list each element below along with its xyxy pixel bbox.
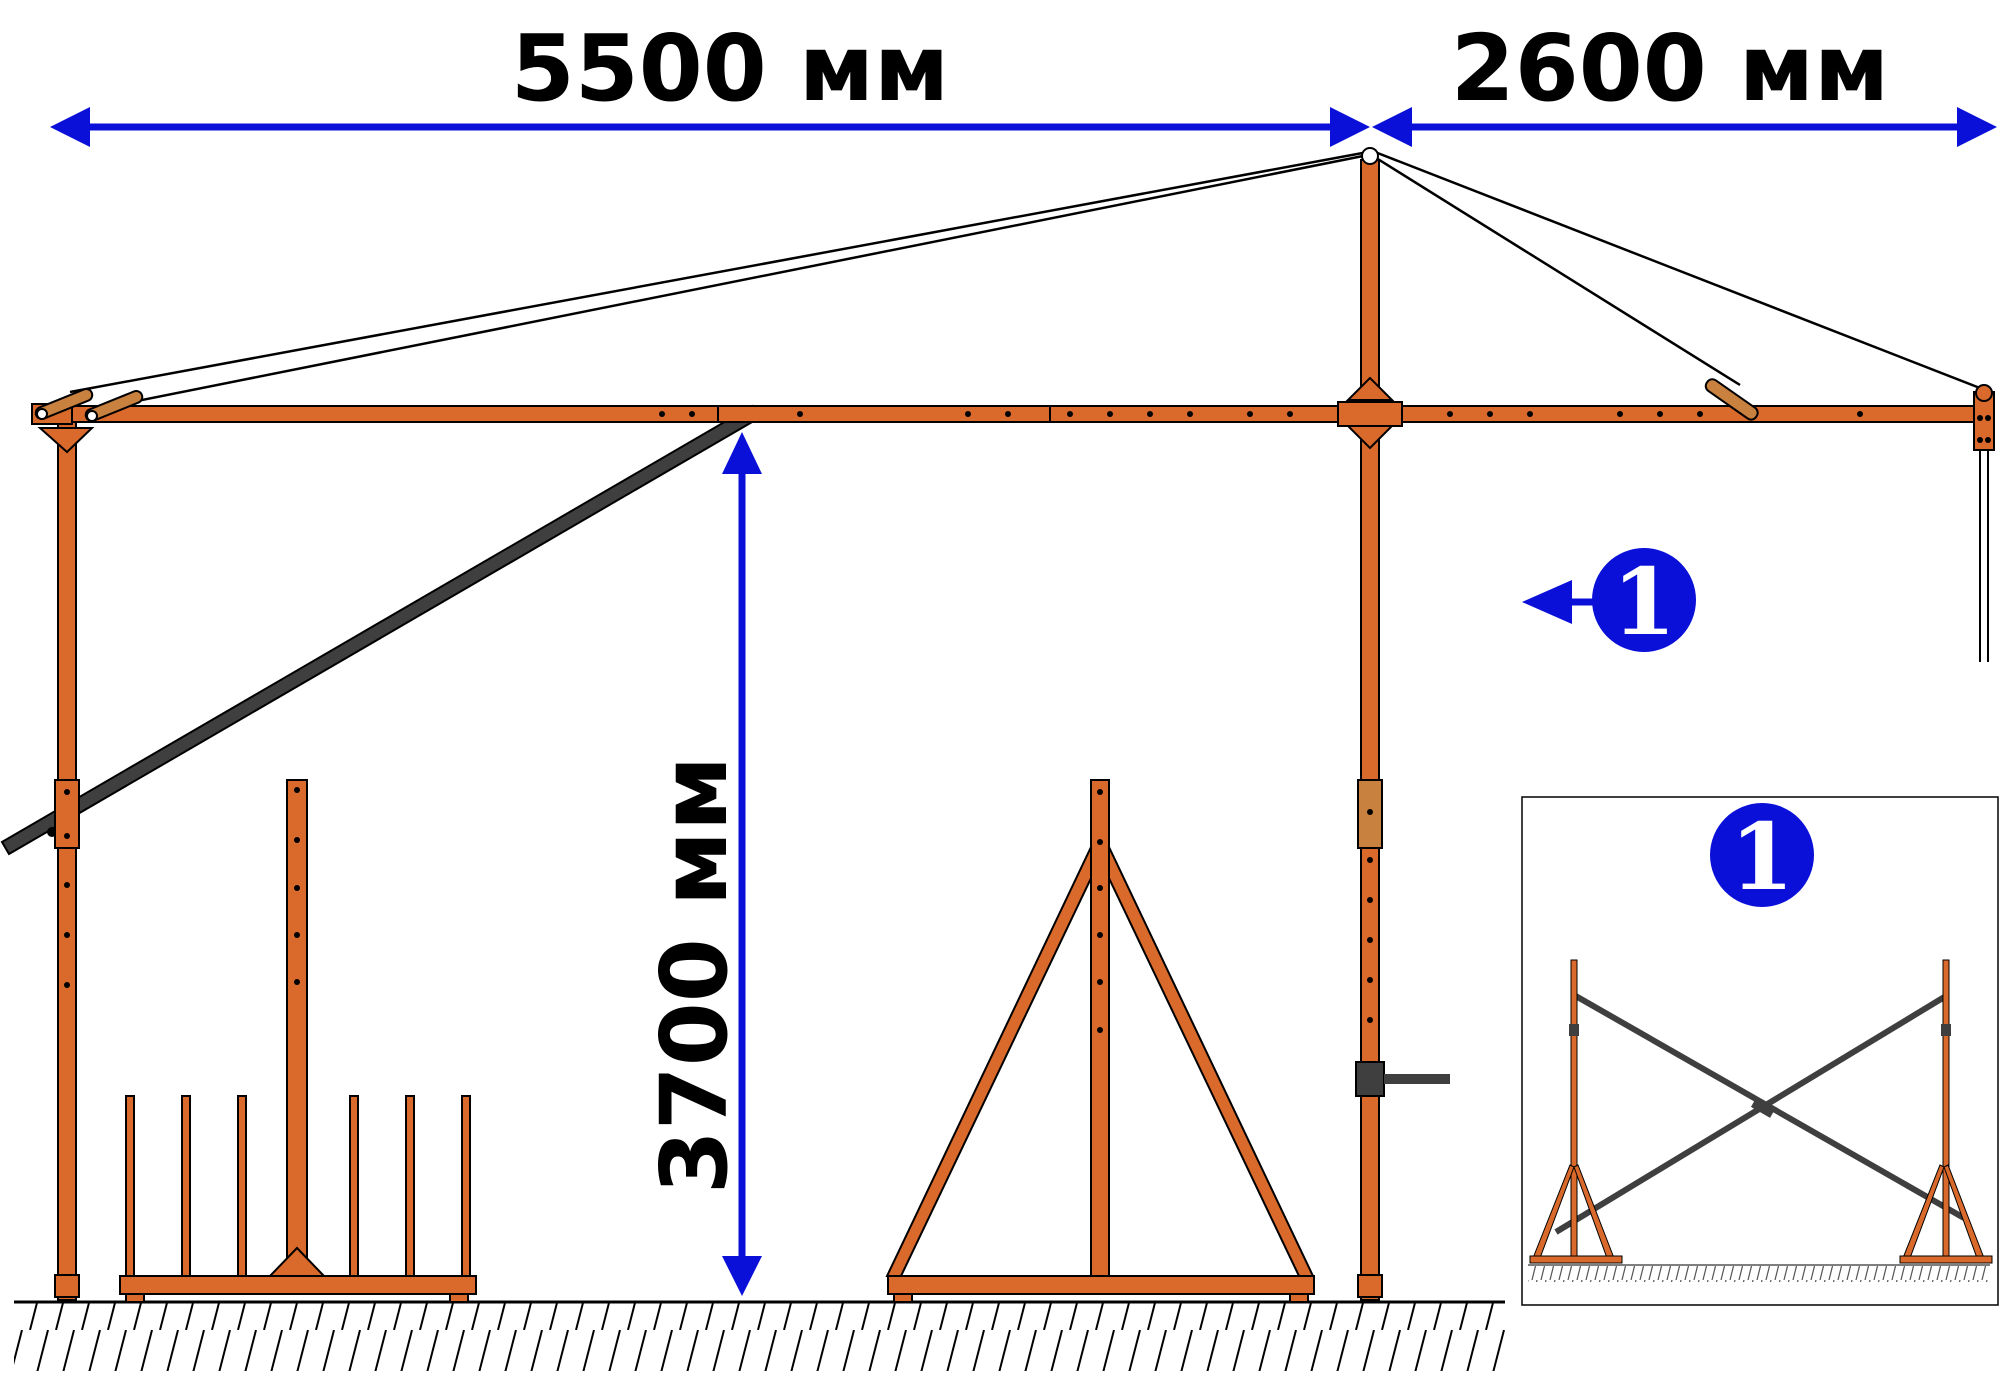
inset-badge-number: 1 (1730, 803, 1794, 911)
counterweight-rack (119, 779, 477, 1303)
inset-view: 1 (1521, 796, 1999, 1306)
height-dimension: 3700 мм (641, 432, 762, 1296)
span-left-dimension: 5500 мм (50, 15, 1370, 147)
span-right-label: 2600 мм (1451, 15, 1889, 122)
ground (14, 1300, 1505, 1371)
right-mast (1337, 147, 1450, 1301)
span-left-label: 5500 мм (511, 15, 949, 122)
a-frame-stand (885, 779, 1315, 1303)
view-callout: 1 (1522, 548, 1696, 656)
height-label: 3700 мм (641, 756, 748, 1194)
span-right-dimension: 2600 мм (1372, 15, 1997, 147)
main-beam (31, 378, 1995, 662)
stay-cables (69, 150, 1986, 412)
left-column (37, 419, 95, 1301)
callout-badge-number: 1 (1612, 548, 1676, 656)
